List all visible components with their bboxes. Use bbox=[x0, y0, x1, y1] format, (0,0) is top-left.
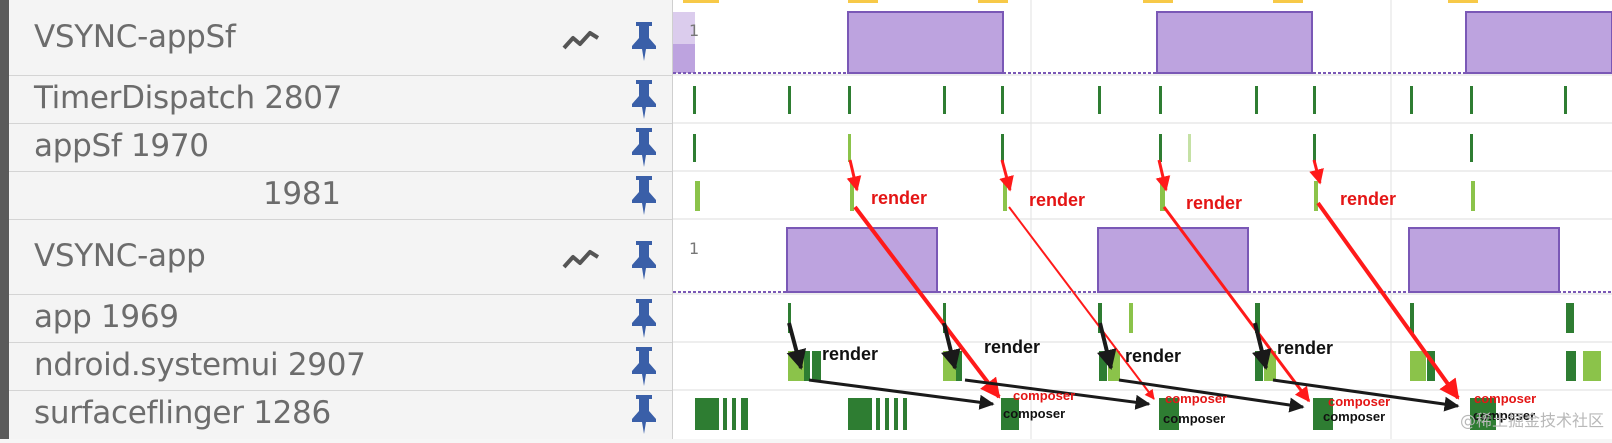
track-row-appsf-1970[interactable]: appSf 1970 bbox=[9, 123, 672, 172]
track-name: surfaceflinger 1286 bbox=[34, 395, 331, 431]
pin-icon[interactable] bbox=[630, 239, 658, 281]
render-label: render bbox=[871, 188, 927, 208]
render-labels-red: render render render render bbox=[871, 188, 1396, 213]
render-label: render bbox=[984, 337, 1040, 357]
pin-icon[interactable] bbox=[630, 78, 658, 120]
composer-label-red: composer bbox=[1013, 388, 1075, 403]
timerdispatch-slices bbox=[693, 86, 1567, 114]
vsync-top-highlights bbox=[683, 0, 1478, 3]
pin-icon[interactable] bbox=[630, 297, 658, 339]
track-name: TimerDispatch 2807 bbox=[34, 80, 343, 116]
timeline-area[interactable]: 1 bbox=[673, 0, 1612, 439]
line-chart-icon[interactable] bbox=[562, 247, 600, 271]
vsync-appsf-value: 1 bbox=[689, 21, 699, 40]
track-row-surfaceflinger[interactable]: surfaceflinger 1286 bbox=[9, 390, 672, 439]
render-label: render bbox=[1029, 190, 1085, 210]
render-arrows-black bbox=[786, 322, 1460, 413]
vsync-app-value: 1 bbox=[689, 239, 699, 258]
render-label: render bbox=[1186, 193, 1242, 213]
vsync-appsf-counter bbox=[673, 11, 1612, 74]
track-row-vsync-appsf[interactable]: VSYNC-appSf bbox=[9, 0, 672, 76]
vsync-app-counter bbox=[673, 227, 1612, 293]
render-label: render bbox=[1125, 346, 1181, 366]
pin-icon[interactable] bbox=[630, 174, 658, 216]
composer-label-black: composer bbox=[1473, 408, 1535, 423]
composer-label-black: composer bbox=[1003, 406, 1065, 421]
composer-label-red: composer bbox=[1328, 394, 1390, 409]
render-label: render bbox=[822, 344, 878, 364]
window-left-edge bbox=[0, 0, 9, 439]
composer-label-black: composer bbox=[1163, 411, 1225, 426]
render-arrows-red bbox=[846, 159, 1460, 403]
pin-icon[interactable] bbox=[630, 393, 658, 435]
row-separators bbox=[673, 74, 1612, 391]
pin-icon[interactable] bbox=[630, 345, 658, 387]
composer-label-red: composer bbox=[1165, 391, 1227, 406]
thread-1981-slices bbox=[695, 181, 1475, 211]
track-name: appSf 1970 bbox=[34, 128, 209, 164]
line-chart-icon[interactable] bbox=[562, 28, 600, 52]
track-row-1981[interactable]: 1981 bbox=[9, 171, 672, 220]
surfaceflinger-slices bbox=[695, 398, 1496, 430]
pin-icon[interactable] bbox=[630, 126, 658, 168]
render-label: render bbox=[1277, 338, 1333, 358]
track-name: VSYNC-app bbox=[34, 238, 206, 274]
timeline-canvas[interactable]: 1 bbox=[673, 0, 1612, 439]
track-name: app 1969 bbox=[34, 299, 179, 335]
composer-label-red: composer bbox=[1474, 391, 1536, 406]
track-row-timerdispatch[interactable]: TimerDispatch 2807 bbox=[9, 75, 672, 124]
composer-labels: composer composer composer composer comp… bbox=[1003, 388, 1536, 426]
render-label: render bbox=[1340, 189, 1396, 209]
render-labels-black: render render render render bbox=[822, 337, 1333, 366]
track-row-app-1969[interactable]: app 1969 bbox=[9, 294, 672, 343]
track-row-systemui[interactable]: ndroid.systemui 2907 bbox=[9, 342, 672, 391]
systemui-slices bbox=[788, 351, 1601, 381]
composer-label-black: composer bbox=[1323, 409, 1385, 424]
track-name: VSYNC-appSf bbox=[34, 19, 236, 55]
appsf-1970-slices bbox=[693, 134, 1473, 162]
pin-icon[interactable] bbox=[630, 20, 658, 62]
app-1969-slices bbox=[788, 303, 1574, 333]
track-row-vsync-app[interactable]: VSYNC-app bbox=[9, 219, 672, 295]
watermark: @稀土掘金技术社区 bbox=[1459, 411, 1604, 430]
track-label-panel: VSYNC-appSf TimerDispatch 2807 appSf 197… bbox=[9, 0, 673, 439]
track-name: ndroid.systemui 2907 bbox=[34, 347, 366, 383]
track-name: 1981 bbox=[263, 176, 341, 212]
